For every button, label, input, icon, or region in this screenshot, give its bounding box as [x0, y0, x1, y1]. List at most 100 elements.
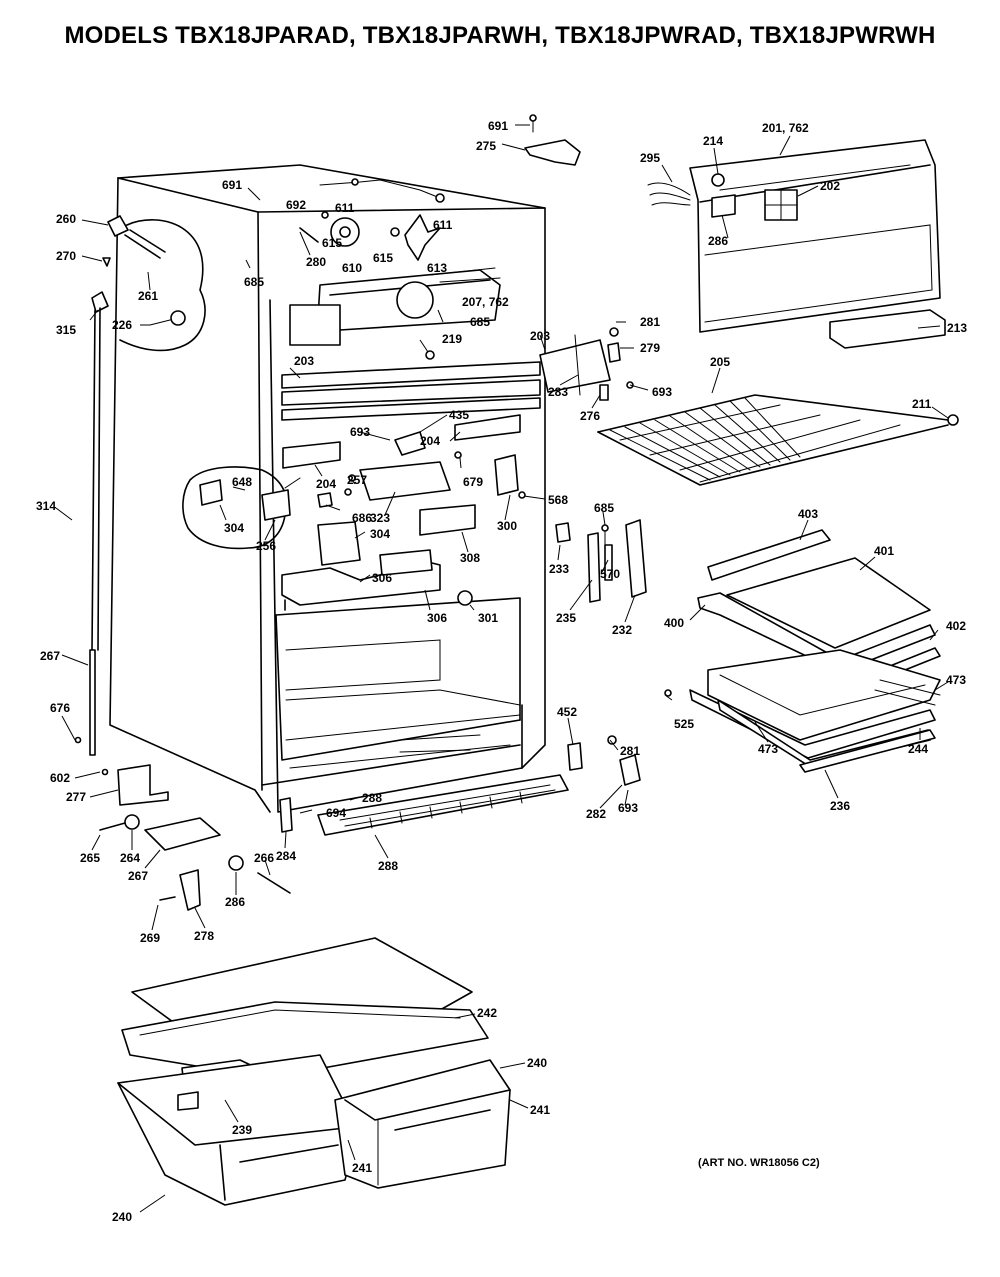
wire-shelf	[597, 381, 959, 486]
part-label: 613	[427, 261, 447, 275]
part-label: 240	[527, 1056, 547, 1070]
part-label: 570	[600, 567, 620, 581]
part-label: 235	[556, 611, 576, 625]
part-label: 276	[580, 409, 600, 423]
part-label: 261	[138, 289, 158, 303]
leader-lines	[55, 124, 949, 1213]
part-label: 256	[256, 539, 276, 553]
part-label: 282	[586, 807, 606, 821]
part-label: 281	[640, 315, 660, 329]
part-label: 286	[708, 234, 728, 248]
part-label: 611	[335, 201, 355, 215]
evaporator-fan-assembly	[289, 178, 501, 346]
callout-cloud-control	[182, 466, 288, 550]
part-label: 283	[548, 385, 568, 399]
part-label: 267	[40, 649, 60, 663]
shelf-brackets	[555, 519, 647, 603]
part-label: 306	[372, 571, 392, 585]
part-label: 205	[710, 355, 730, 369]
part-label: 692	[286, 198, 306, 212]
part-label: 233	[549, 562, 569, 576]
part-label: 306	[427, 611, 447, 625]
part-label: 602	[50, 771, 70, 785]
base-grille	[317, 735, 641, 836]
part-label: 473	[758, 742, 778, 756]
part-label: 295	[640, 151, 660, 165]
part-label: 260	[56, 212, 76, 226]
part-label: 615	[322, 236, 342, 250]
part-label: 267	[128, 869, 148, 883]
part-label: 201, 762	[762, 121, 809, 135]
part-label: 525	[674, 717, 694, 731]
part-label: 257	[347, 473, 367, 487]
freezer-liner-panel	[607, 139, 946, 363]
part-label: 275	[476, 139, 496, 153]
part-label: 452	[557, 705, 577, 719]
art-number: (ART NO. WR18056 C2)	[698, 1157, 820, 1169]
part-label: 685	[470, 315, 490, 329]
part-label: 204	[316, 477, 336, 491]
control-components	[199, 414, 526, 606]
part-label: 280	[306, 255, 326, 269]
part-label: 214	[703, 134, 723, 148]
part-label: 308	[460, 551, 480, 565]
part-label: 203	[294, 354, 314, 368]
part-label: 693	[652, 385, 672, 399]
part-label: 473	[946, 673, 966, 687]
refrigerator-cabinet	[109, 164, 546, 813]
part-label: 202	[820, 179, 840, 193]
part-label: 693	[350, 425, 370, 439]
part-label: 301	[478, 611, 498, 625]
part-label: 300	[497, 519, 517, 533]
part-label: 402	[946, 619, 966, 633]
part-label: 277	[66, 790, 86, 804]
part-label: 648	[232, 475, 252, 489]
part-label: 615	[373, 251, 393, 265]
top-hinge-cover	[524, 114, 581, 166]
part-label: 270	[56, 249, 76, 263]
part-label: 203	[530, 329, 550, 343]
part-number-labels: 691 275 295 214 201, 762 202 286 281 213…	[36, 119, 967, 1224]
crisper-drawers	[117, 937, 511, 1206]
part-label: 279	[640, 341, 660, 355]
part-label: 568	[548, 493, 568, 507]
part-label: 242	[477, 1006, 497, 1020]
part-label: 211	[912, 397, 932, 411]
part-label: 400	[664, 616, 684, 630]
part-label: 611	[433, 218, 453, 232]
part-label: 686	[352, 511, 372, 525]
part-label: 264	[120, 851, 140, 865]
callout-cloud-upper-left	[117, 219, 206, 352]
part-label: 239	[232, 1123, 252, 1137]
part-label: 693	[618, 801, 638, 815]
part-label: 304	[370, 527, 390, 541]
part-label: 236	[830, 799, 850, 813]
part-label: 403	[798, 507, 818, 521]
part-label: 241	[530, 1103, 550, 1117]
part-label: 226	[112, 318, 132, 332]
part-label: 435	[449, 408, 469, 422]
part-label: 288	[362, 791, 382, 805]
part-label: 232	[612, 623, 632, 637]
part-label: 213	[947, 321, 967, 335]
part-label: 278	[194, 929, 214, 943]
part-label: 281	[620, 744, 640, 758]
upper-left-parts	[91, 215, 186, 651]
part-label: 204	[420, 434, 440, 448]
glass-shelf-and-crisper	[664, 529, 941, 773]
part-label: 323	[370, 511, 390, 525]
part-label: 691	[488, 119, 508, 133]
part-label: 685	[244, 275, 264, 289]
part-label: 610	[342, 261, 362, 275]
part-label: 265	[80, 851, 100, 865]
part-label: 266	[254, 851, 274, 865]
part-label: 207, 762	[462, 295, 509, 309]
part-label: 288	[378, 859, 398, 873]
part-label: 694	[326, 806, 346, 820]
part-label: 286	[225, 895, 245, 909]
part-label: 691	[222, 178, 242, 192]
part-label: 314	[36, 499, 56, 513]
part-label: 244	[908, 742, 928, 756]
part-label: 676	[50, 701, 70, 715]
